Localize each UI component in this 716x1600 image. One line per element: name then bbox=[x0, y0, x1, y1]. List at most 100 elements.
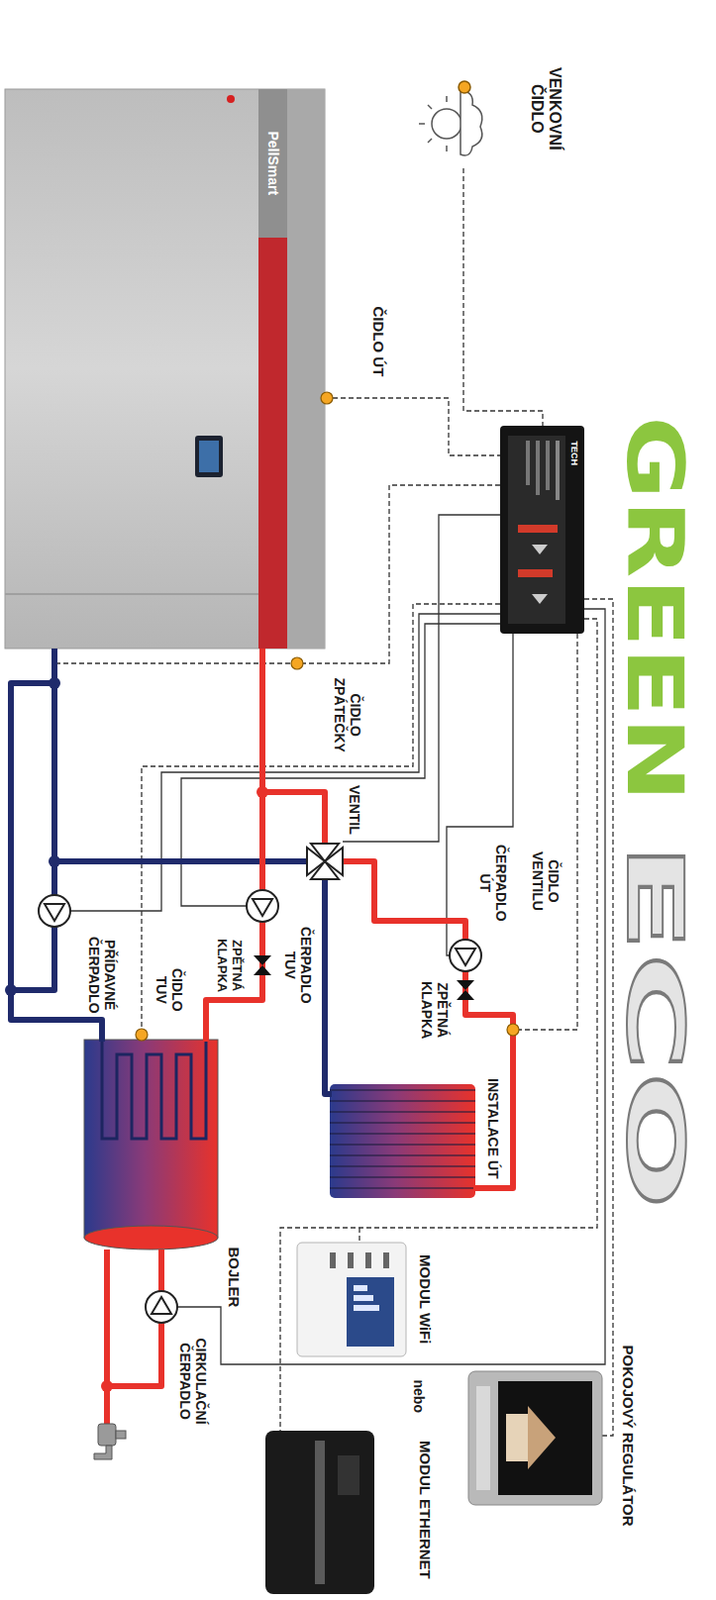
pump-symbols bbox=[38, 895, 71, 927]
wifi-module bbox=[297, 1242, 407, 1357]
check-valve-symbols bbox=[456, 990, 475, 1001]
hot-water-tank bbox=[84, 1226, 218, 1250]
hot-water-tank bbox=[84, 1039, 218, 1238]
mixing-valve bbox=[324, 847, 343, 876]
controller-panel bbox=[517, 524, 558, 533]
pipe-junctions bbox=[4, 984, 17, 997]
pellet-boiler bbox=[287, 89, 325, 649]
pellet-boiler bbox=[199, 440, 219, 473]
note-text: nebo bbox=[410, 1380, 427, 1414]
room-regulator bbox=[468, 1371, 603, 1506]
sensor-dots bbox=[320, 392, 333, 405]
water-tap bbox=[115, 1431, 126, 1439]
pipe-junctions bbox=[48, 855, 61, 868]
radiator bbox=[329, 1084, 476, 1199]
sensor-dots bbox=[507, 1023, 519, 1036]
check-valve-symbols bbox=[456, 980, 475, 991]
pump-symbols bbox=[151, 1297, 172, 1315]
brand-name: TECH bbox=[569, 441, 580, 467]
controller-panel bbox=[535, 440, 540, 496]
pump-symbols bbox=[252, 899, 273, 917]
part-label: ČIDLO ZPÁTEČKY bbox=[331, 678, 364, 753]
signal-wires bbox=[57, 485, 501, 664]
pellet-boiler bbox=[4, 593, 259, 596]
part-label: ZPĚTNÁ KLAPKA bbox=[213, 938, 244, 993]
part-label: VENTIL bbox=[346, 785, 363, 835]
check-valve-symbols bbox=[253, 955, 272, 966]
mixing-valve bbox=[306, 847, 325, 876]
part-label: POKOJOVÝ REGULÁTOR bbox=[619, 1345, 637, 1528]
signal-wires bbox=[57, 168, 614, 1436]
wifi-module bbox=[383, 1252, 390, 1269]
signal-wires bbox=[177, 609, 606, 1365]
signal-wires bbox=[446, 633, 513, 956]
part-label: CIRKULAČNÍ ČERPADLO bbox=[177, 1338, 209, 1426]
pipe-junctions bbox=[48, 677, 61, 690]
signal-wires bbox=[141, 604, 501, 1029]
pump-symbols bbox=[145, 1291, 178, 1324]
outdoor-sensor-icon bbox=[445, 145, 448, 152]
controller-panel bbox=[555, 440, 560, 501]
signal-wires bbox=[518, 633, 578, 1030]
pellet-boiler bbox=[258, 237, 288, 649]
pipes bbox=[324, 879, 332, 1095]
wifi-module bbox=[365, 1252, 372, 1269]
wifi-module bbox=[347, 1252, 354, 1269]
sensor-dots bbox=[291, 657, 304, 670]
ethernet-module bbox=[265, 1431, 375, 1595]
part-label: MODUL ETHERNET bbox=[416, 1440, 434, 1580]
pipes bbox=[10, 648, 55, 991]
radiator bbox=[329, 1084, 476, 1199]
pump-symbols bbox=[455, 948, 476, 966]
outdoor-sensor-icon bbox=[427, 138, 432, 143]
pellet-boiler bbox=[258, 89, 288, 238]
pump-symbols bbox=[449, 939, 482, 972]
outdoor-sensor-icon bbox=[460, 91, 483, 156]
wifi-module bbox=[353, 1285, 368, 1292]
controller-panel bbox=[508, 435, 566, 624]
pipes bbox=[54, 858, 307, 865]
pipes bbox=[205, 648, 263, 1042]
water-tap bbox=[98, 1424, 116, 1446]
mixing-valve bbox=[306, 843, 343, 880]
logo-word: ECO bbox=[615, 841, 694, 1211]
pipes bbox=[342, 861, 513, 1189]
signal-wires bbox=[584, 599, 614, 1436]
sensor-dots bbox=[135, 1028, 148, 1041]
part-label: ČIDLO ÚT bbox=[370, 306, 388, 378]
pump-symbols bbox=[246, 890, 279, 922]
pellet-boiler bbox=[195, 435, 223, 478]
pipe-junctions bbox=[4, 677, 269, 1393]
controller-panel bbox=[500, 425, 585, 634]
part-label: ČIDLO TUV bbox=[153, 968, 186, 1013]
wifi-module bbox=[346, 1277, 395, 1347]
water-tap bbox=[94, 1424, 126, 1460]
outdoor-sensor-icon bbox=[445, 96, 448, 103]
ethernet-module bbox=[265, 1431, 375, 1595]
room-regulator bbox=[506, 1414, 528, 1462]
pump-symbols bbox=[38, 890, 482, 1324]
outdoor-sensor-icon bbox=[458, 81, 471, 94]
signal-wires bbox=[280, 618, 598, 1432]
signal-wires bbox=[342, 514, 501, 842]
pipe-junctions bbox=[101, 1380, 113, 1393]
pipes bbox=[10, 648, 513, 1427]
room-regulator bbox=[498, 1381, 593, 1496]
part-label: MODUL WiFi bbox=[416, 1254, 434, 1344]
pump-symbols bbox=[44, 904, 65, 921]
wifi-module bbox=[353, 1295, 374, 1302]
signal-wires bbox=[463, 168, 543, 426]
controller-panel bbox=[531, 594, 548, 605]
outdoor-sensor-icon bbox=[418, 122, 425, 125]
pipes bbox=[103, 1249, 110, 1427]
part-label: ČERPADLO ÚT bbox=[477, 844, 510, 922]
part-label: BOJLER bbox=[225, 1247, 243, 1309]
wifi-module bbox=[329, 1252, 336, 1269]
hot-water-tank bbox=[84, 1039, 218, 1250]
part-label: ČERPADLO TUV bbox=[282, 926, 314, 1005]
check-valve-symbols bbox=[253, 965, 272, 976]
pellet-boiler bbox=[226, 95, 235, 103]
sensor-dots bbox=[135, 392, 519, 1041]
wifi-module bbox=[297, 1242, 407, 1357]
controller-panel bbox=[531, 544, 548, 555]
